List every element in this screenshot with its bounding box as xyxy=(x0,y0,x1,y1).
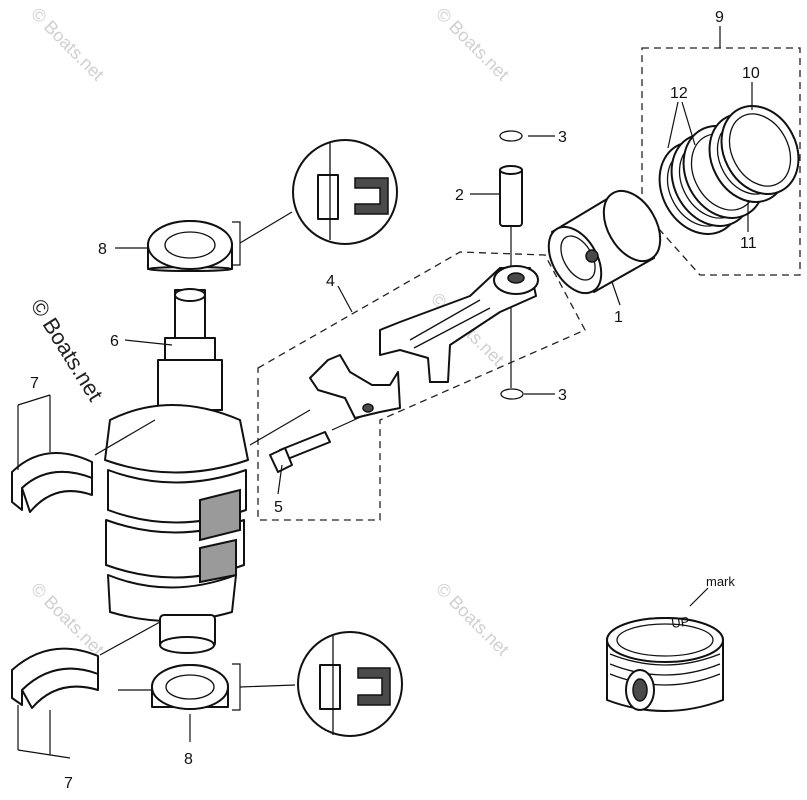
callout-piston: 1 xyxy=(614,309,623,326)
callout-crankshaft: 6 xyxy=(110,333,119,350)
callout-ring-oil: 11 xyxy=(740,235,757,252)
callout-seal-top: 8 xyxy=(98,241,107,258)
ring-set-box xyxy=(641,47,801,276)
callout-piston-pin: 2 xyxy=(455,187,464,204)
callout-rod-bolt: 5 xyxy=(274,499,283,516)
rod-cap xyxy=(309,354,401,419)
callout-clip-bottom: 3 xyxy=(558,387,567,404)
oil-seal-bottom xyxy=(151,664,229,710)
seal-detail-top xyxy=(292,139,398,245)
ring-set xyxy=(658,105,800,235)
piston-pin xyxy=(499,165,523,227)
oil-seal-top xyxy=(147,220,233,272)
watermark-top-mid: © Boats.net xyxy=(432,4,513,85)
piston xyxy=(547,189,662,295)
main-bearing-bottom xyxy=(11,647,99,709)
connecting-rod-group-box xyxy=(257,251,586,521)
watermark-bottom-left: © Boats.net xyxy=(27,579,108,660)
callout-connecting-rod-group: 4 xyxy=(326,273,335,290)
mark-label: mark xyxy=(706,574,735,589)
callout-ring-set: 9 xyxy=(715,9,724,26)
callout-ring-top: 10 xyxy=(742,65,760,82)
main-bearing-top xyxy=(11,452,93,513)
rod-bolt xyxy=(269,431,331,473)
callout-seal-bottom: 8 xyxy=(184,751,193,768)
callout-ring-second: 12 xyxy=(670,85,688,102)
connecting-rod xyxy=(379,265,539,383)
piston-pin-clip-top xyxy=(499,130,523,142)
piston-mark-detail: UP xyxy=(606,614,724,712)
crankshaft xyxy=(104,288,249,654)
callout-bearing-bottom: 7 xyxy=(64,775,73,792)
piston-pin-clip-bottom xyxy=(500,388,524,400)
seal-detail-bottom xyxy=(297,631,403,737)
callout-bearing-top: 7 xyxy=(30,375,39,392)
watermark-top-left: © Boats.net xyxy=(27,4,108,85)
mark-leader xyxy=(689,587,709,607)
piston-up-marking: UP xyxy=(670,614,690,631)
watermark-bottom-mid: © Boats.net xyxy=(432,579,513,660)
callout-clip-top: 3 xyxy=(558,129,567,146)
